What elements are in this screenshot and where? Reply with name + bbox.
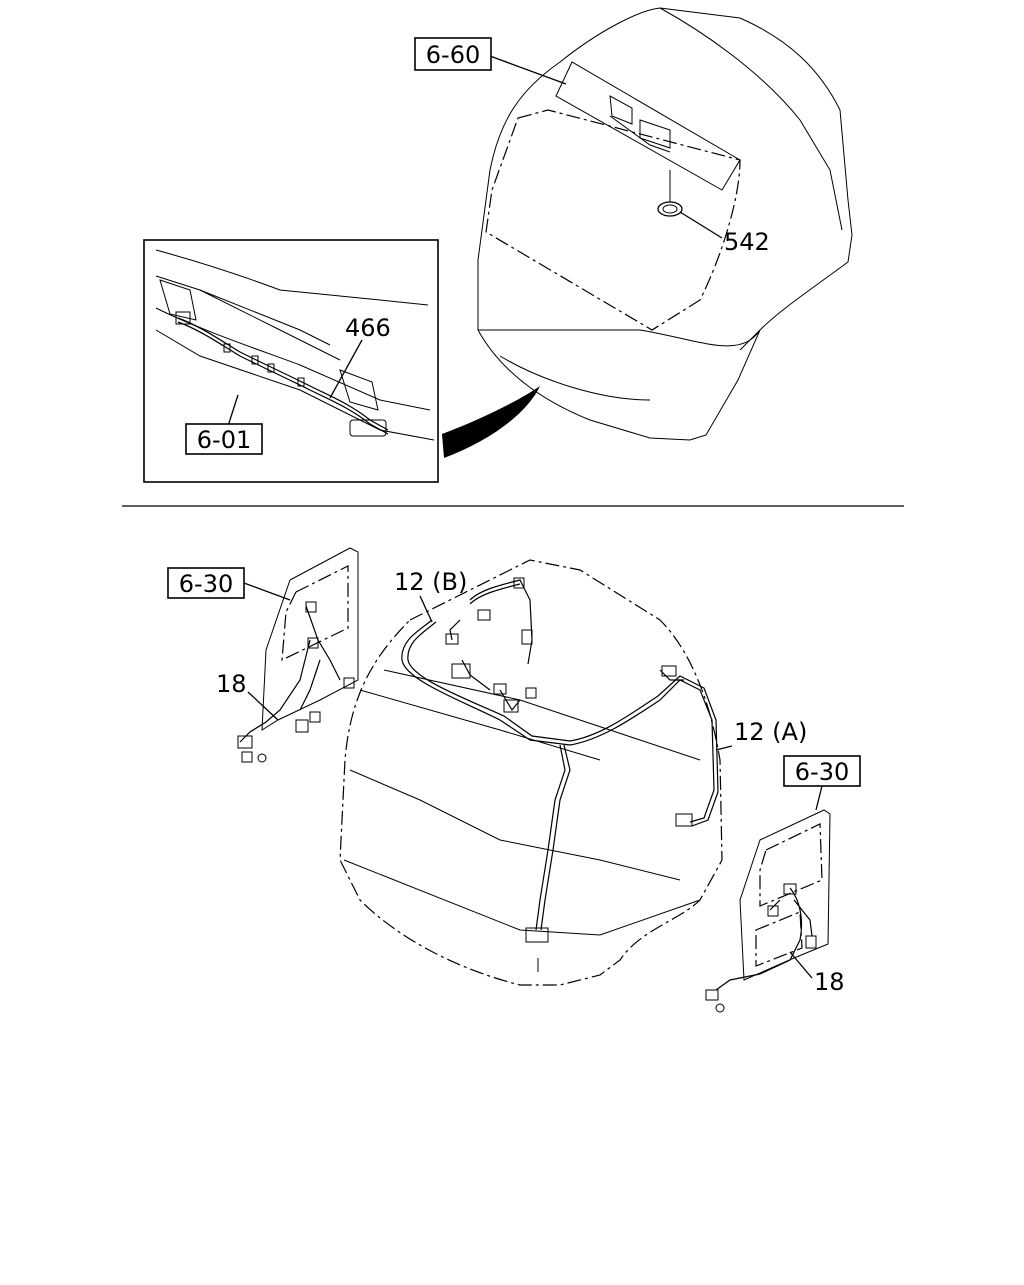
- part-12b-label[interactable]: 12 (B): [394, 568, 467, 596]
- part-542-label[interactable]: 542: [724, 228, 770, 256]
- part-466-label[interactable]: 466: [345, 314, 391, 342]
- svg-text:6-30: 6-30: [179, 570, 233, 598]
- svg-text:6-30: 6-30: [795, 758, 849, 786]
- ref-6-01[interactable]: 6-01: [185, 423, 263, 455]
- right-door: [705, 809, 831, 1013]
- svg-text:6-01: 6-01: [197, 426, 251, 454]
- cab-rear-view: [477, 7, 853, 441]
- part-18-right-label[interactable]: 18: [814, 968, 845, 996]
- part-18-left-label[interactable]: 18: [216, 670, 247, 698]
- part-12a-label[interactable]: 12 (A): [734, 718, 807, 746]
- pointer-arrow: [442, 386, 540, 458]
- harness-12b-part: [401, 619, 715, 823]
- ref-6-60[interactable]: 6-60: [414, 37, 492, 71]
- ref-6-30-right[interactable]: 6-30: [783, 755, 861, 787]
- ref-6-30-left[interactable]: 6-30: [167, 567, 245, 599]
- svg-text:6-60: 6-60: [426, 41, 480, 69]
- harness-466-part: [177, 317, 389, 431]
- left-door: [237, 547, 359, 763]
- harness-12a-part: [407, 621, 719, 827]
- grommet-542-part: [657, 201, 683, 217]
- cab-bottom-view: [339, 559, 723, 986]
